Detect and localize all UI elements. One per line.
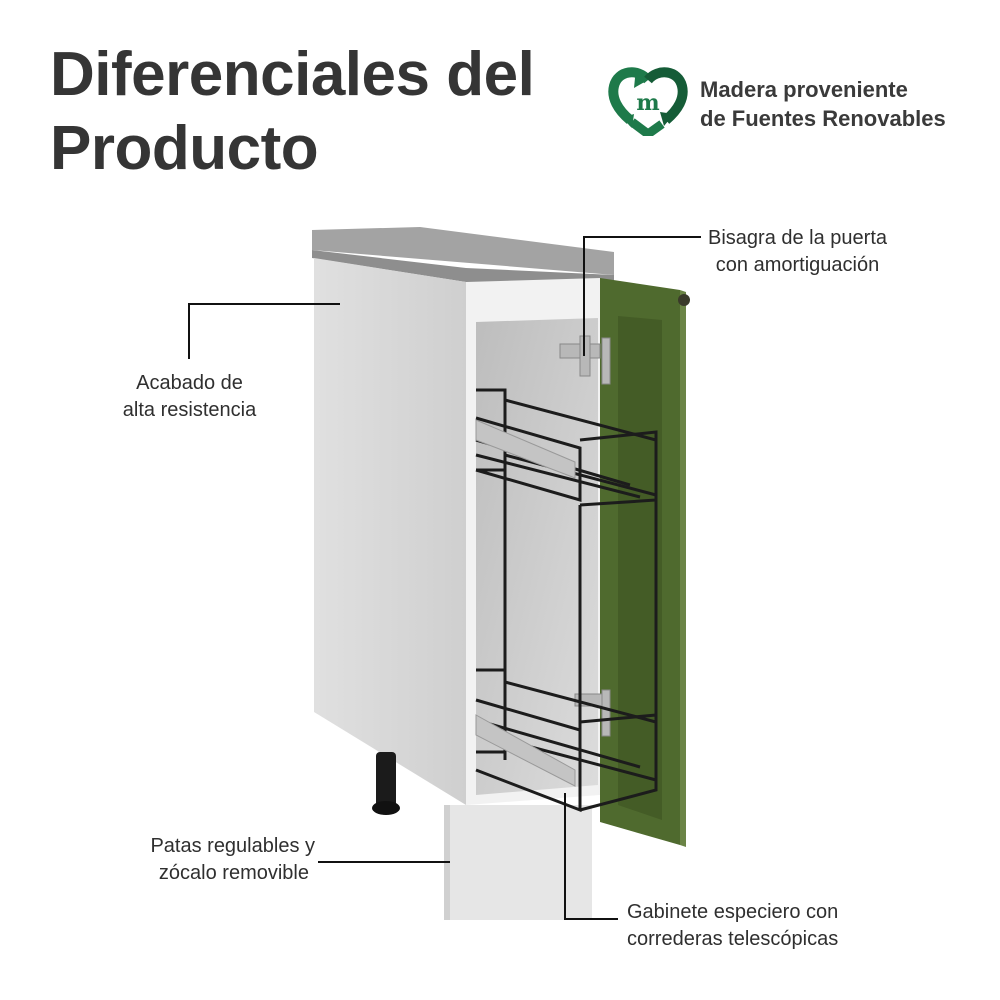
hinge-top xyxy=(559,335,611,385)
finish-callout-line-h xyxy=(188,303,340,305)
finish-callout: Acabado de alta resistencia xyxy=(122,372,257,421)
title-line-2: Producto xyxy=(50,114,319,183)
spice-rack-baskets xyxy=(475,388,658,813)
renewable-wood-badge: m Madera proveniente de Fuentes Renovabl… xyxy=(608,66,946,141)
legs-callout: Patas regulables y zócalo removible xyxy=(150,835,315,884)
finish-callout-line-v xyxy=(188,303,190,359)
page-title: Diferenciales del Producto xyxy=(50,38,535,186)
badge-line-1: Madera proveniente xyxy=(700,76,908,102)
adjustable-leg xyxy=(376,752,396,810)
legs-callout-line xyxy=(318,861,450,863)
telescopic-slide-top xyxy=(475,419,576,479)
drawer-callout-line-h xyxy=(564,918,618,920)
title-line-1: Diferenciales del xyxy=(50,40,535,109)
countertop xyxy=(312,227,614,275)
badge-line-2: de Fuentes Renovables xyxy=(700,105,946,131)
hinge-callout-line-v xyxy=(583,236,585,356)
recycle-heart-m-icon: m xyxy=(608,66,688,141)
drawer-callout-line-v xyxy=(564,793,566,919)
hinge-callout-line-h xyxy=(583,236,701,238)
plinth xyxy=(444,805,592,920)
svg-text:m: m xyxy=(636,90,659,116)
drawer-callout: Gabinete especiero con correderas telesc… xyxy=(627,901,839,950)
telescopic-slide-bottom xyxy=(475,714,576,787)
hinge-callout: Bisagra de la puerta con amortiguación xyxy=(708,227,888,276)
side-panel xyxy=(314,258,466,805)
